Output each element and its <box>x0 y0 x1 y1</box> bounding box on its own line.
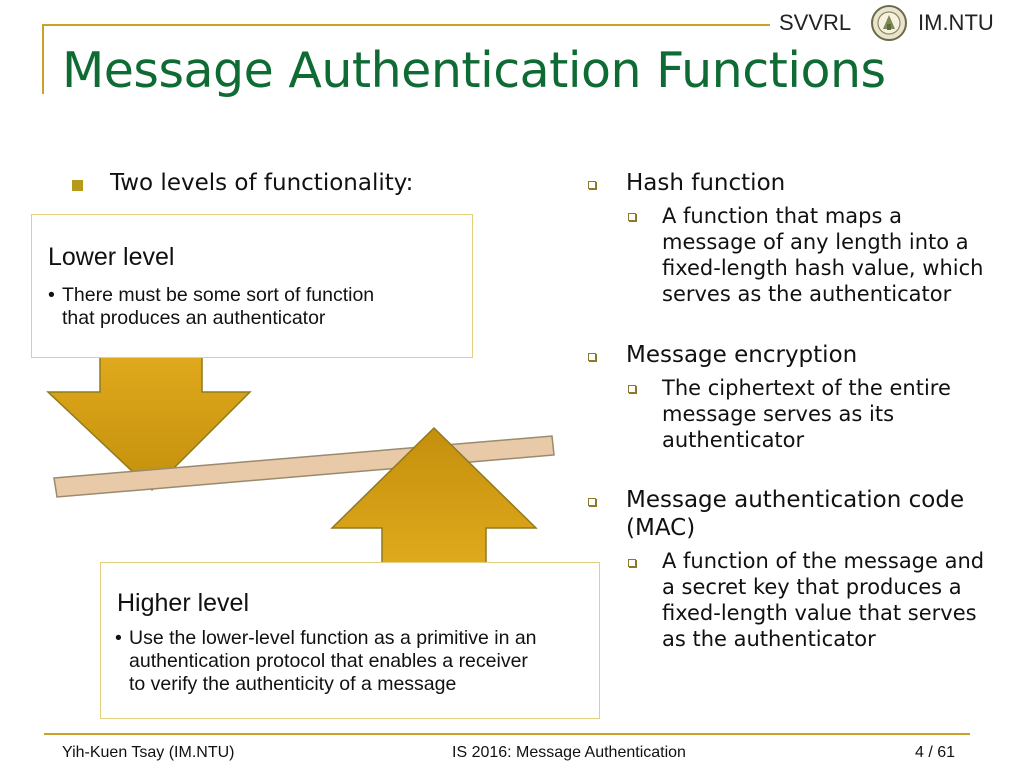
mac-description: A function of the message and a secret k… <box>662 549 985 651</box>
hash-function-description: A function that maps a message of any le… <box>662 204 984 306</box>
higher-level-heading: Higher level <box>117 589 250 617</box>
lower-level-box: Lower level •There must be some sort of … <box>31 214 473 358</box>
up-arrow-shape <box>330 426 538 580</box>
bullet-dot-icon: • <box>48 284 55 306</box>
higher-level-box: Higher level •Use the lower-level functi… <box>100 562 600 719</box>
hash-function-heading: Hash function <box>626 170 786 196</box>
brand-imntu: IM.NTU <box>918 10 994 35</box>
mac-heading: Message authentication code (MAC) <box>626 487 965 541</box>
brand-svvrl: SVVRL <box>779 10 852 35</box>
checkbox-bullet-icon <box>588 353 596 361</box>
checkbox-bullet-icon <box>628 559 636 567</box>
seesaw-diagram <box>46 340 555 580</box>
header-rule <box>44 24 770 26</box>
university-seal-icon <box>871 5 907 41</box>
footer-author: Yih-Kuen Tsay (IM.NTU) <box>62 744 235 761</box>
footer-rule <box>44 733 970 735</box>
slide-title: Message Authentication Functions <box>62 42 886 99</box>
higher-level-bullet: •Use the lower-level function as a primi… <box>115 627 537 695</box>
lower-level-heading: Lower level <box>48 243 175 271</box>
checkbox-bullet-icon <box>628 213 636 221</box>
message-encryption-description: The ciphertext of the entire message ser… <box>662 376 951 452</box>
bullet-dot-icon: • <box>115 627 122 649</box>
intro-text: Two levels of functionality: <box>110 170 414 196</box>
footer-course: IS 2016: Message Authentication <box>452 744 686 761</box>
checkbox-bullet-icon <box>588 181 596 189</box>
title-accent-rule <box>42 24 44 94</box>
message-encryption-heading: Message encryption <box>626 342 858 368</box>
page-number: 4 / 61 <box>915 744 956 761</box>
bullet-square-icon <box>72 180 83 191</box>
checkbox-bullet-icon <box>588 498 596 506</box>
lower-level-bullet: •There must be some sort of function tha… <box>48 284 375 329</box>
checkbox-bullet-icon <box>628 385 636 393</box>
